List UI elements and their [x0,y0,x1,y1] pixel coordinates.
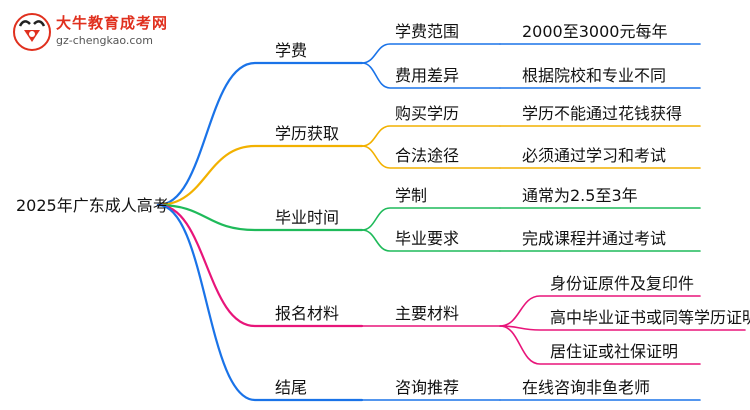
leaf-label-0-0-0: 2000至3000元每年 [522,22,668,41]
branch-label-3: 报名材料 [275,304,340,323]
leaf-label-3-0-2: 居住证或社保证明 [550,342,679,361]
logo-url: gz-chengkao.com [56,34,153,47]
child-label-1-0: 购买学历 [395,104,460,123]
branch-label-2: 毕业时间 [275,208,340,227]
child-label-4-0: 咨询推荐 [395,378,460,397]
leaf-label-2-0-0: 通常为2.5至3年 [522,186,638,205]
leaf-label-1-1-0: 必须通过学习和考试 [522,146,667,165]
branch-connector-4 [156,203,364,402]
child-connector-2-1 [361,229,501,252]
child-connector-0-1 [361,62,501,89]
branch-connector-2 [156,203,364,232]
child-label-1-1: 合法途径 [395,146,460,165]
leaf-label-4-0-0: 在线咨询非鱼老师 [522,378,651,397]
leaf-label-3-0-0: 身份证原件及复印件 [550,274,695,293]
leaf-connector-3-0-0 [499,295,701,327]
leaf-label-3-0-1: 高中毕业证书或同等学历证明 [550,308,750,327]
leaf-connector-3-0-2 [499,325,701,365]
child-connector-1-1 [361,145,501,169]
logo-title: 大牛教育成考网 [56,14,169,32]
child-connector-2-0 [361,207,501,231]
branch-label-1: 学历获取 [275,124,340,143]
branch-label-4: 结尾 [275,378,308,397]
leaf-connector-3-0-1 [499,325,746,331]
child-label-2-1: 毕业要求 [395,229,460,248]
bull-logo-icon [13,13,51,51]
leaf-label-0-1-0: 根据院校和专业不同 [522,66,667,85]
child-connector-1-0 [361,125,501,147]
child-connector-0-0 [361,43,501,64]
branch-connector-0 [156,61,364,207]
branch-label-0: 学费 [275,41,308,60]
site-logo[interactable]: 大牛教育成考网 gz-chengkao.com [8,10,198,54]
child-label-2-0: 学制 [395,186,428,205]
leaf-label-2-1-0: 完成课程并通过考试 [522,229,667,248]
child-label-0-1: 费用差异 [395,66,460,85]
root-topic: 2025年广东成人高考 [16,196,169,215]
leaf-label-1-0-0: 学历不能通过花钱获得 [522,104,683,123]
child-label-0-0: 学费范围 [395,22,460,41]
child-label-3-0: 主要材料 [395,304,460,323]
branch-connector-3 [156,203,364,328]
branch-connector-1 [156,144,364,207]
